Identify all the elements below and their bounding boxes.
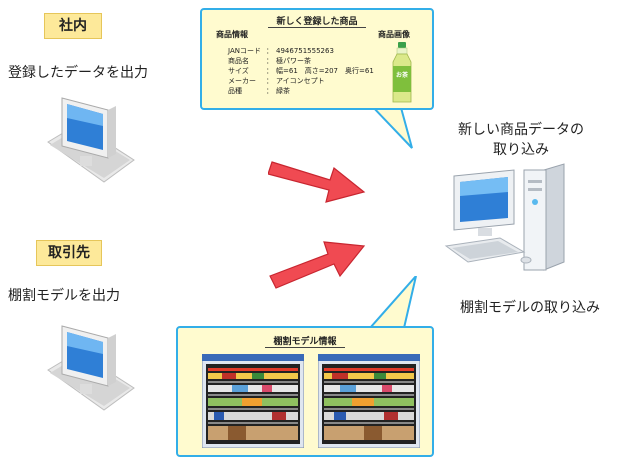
row-name-sep: ： xyxy=(266,57,273,65)
product-bubble-title: 新しく登録した商品 xyxy=(268,17,366,28)
product-image-header: 商品画像 xyxy=(378,30,410,39)
partner-computer-icon xyxy=(47,325,135,411)
receiver-shelf-import-label: 棚割モデルの取り込み xyxy=(460,300,600,316)
tea-bottle-icon: お茶 xyxy=(392,42,412,103)
shelf-screenshot-left xyxy=(202,354,304,448)
row-jan-sep: ： xyxy=(266,47,273,55)
row-size-sep: ： xyxy=(266,67,273,75)
shelf-bubble: 棚割モデル情報 xyxy=(176,326,434,457)
row-size-key: サイズ xyxy=(228,67,249,75)
arrow-partner-to-receiver xyxy=(269,241,366,289)
arrow-internal-to-receiver xyxy=(268,161,366,203)
row-name-value: 極パワー茶 xyxy=(276,57,311,65)
shelf-bubble-tail xyxy=(367,276,417,332)
shelf-bubble-title: 棚割モデル情報 xyxy=(265,337,345,348)
internal-computer-icon xyxy=(47,97,135,183)
receiver-computer-icon xyxy=(444,163,565,271)
row-kind-sep: ： xyxy=(266,87,273,95)
row-maker-sep: ： xyxy=(266,77,273,85)
shelf-screenshot-right xyxy=(318,354,420,448)
row-kind-key: 品種 xyxy=(228,87,242,95)
product-info-header: 商品情報 xyxy=(216,30,248,39)
bottle-label: お茶 xyxy=(396,71,409,79)
row-jan-key: JANコード xyxy=(228,47,261,55)
row-maker-value: アイコンセプト xyxy=(276,77,325,85)
internal-tag: 社内 xyxy=(44,13,102,39)
product-bubble-tail xyxy=(368,104,413,149)
partner-caption: 棚割モデルを出力 xyxy=(8,288,120,304)
internal-caption: 登録したデータを出力 xyxy=(8,65,148,81)
row-size-value: 幅=61 高さ=207 奥行=61 xyxy=(276,67,374,75)
partner-tag: 取引先 xyxy=(36,240,102,266)
row-kind-value: 緑茶 xyxy=(276,87,290,95)
product-bubble: 新しく登録した商品 商品情報 商品画像 JANコード ： 49467515552… xyxy=(200,8,434,110)
receiver-new-data-label: 新しい商品データの 取り込み xyxy=(458,122,584,158)
row-name-key: 商品名 xyxy=(228,57,249,65)
row-jan-value: 4946751555263 xyxy=(276,47,334,55)
row-maker-key: メーカー xyxy=(228,77,256,85)
